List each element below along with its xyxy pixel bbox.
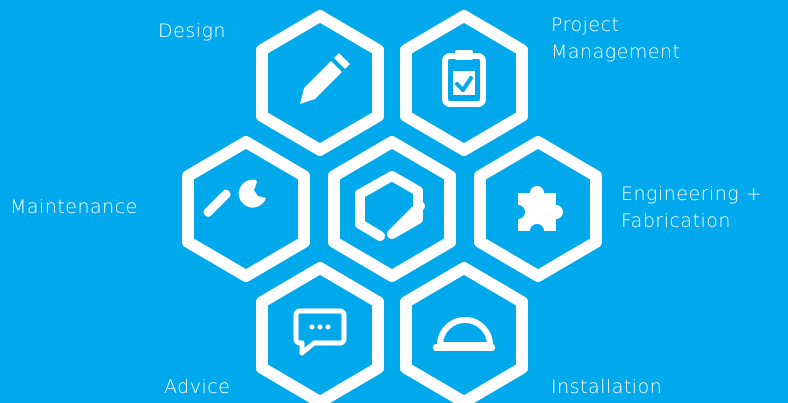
label-maintenance: Maintenance — [10, 196, 138, 218]
label-engineering-fabrication: Engineering + Fabrication — [621, 183, 762, 232]
pencil-icon — [300, 53, 350, 104]
brand-logo-icon — [355, 171, 425, 241]
wrench-icon — [203, 179, 266, 228]
label-project-management-line2: Management — [551, 41, 681, 63]
hex-center-logo — [328, 136, 456, 282]
label-installation: Installation — [551, 376, 663, 398]
label-engineering-line1: Engineering + — [621, 183, 763, 205]
hex-installation — [400, 262, 528, 403]
hard-hat-icon — [433, 317, 495, 351]
hex-design — [256, 10, 384, 156]
hex-maintenance — [182, 136, 310, 282]
clipboard-check-icon — [442, 50, 486, 107]
label-project-management-line1: Project — [551, 14, 620, 36]
hex-engineering-fabrication — [474, 136, 602, 282]
hex-project-management — [400, 10, 528, 156]
puzzle-piece-icon — [518, 186, 563, 231]
label-advice: Advice — [164, 376, 231, 398]
label-project-management: Project Management — [551, 14, 681, 63]
label-design: Design — [158, 20, 226, 42]
hex-advice — [256, 262, 384, 403]
speech-bubble-icon — [293, 308, 347, 356]
label-engineering-line2: Fabrication — [621, 210, 731, 232]
